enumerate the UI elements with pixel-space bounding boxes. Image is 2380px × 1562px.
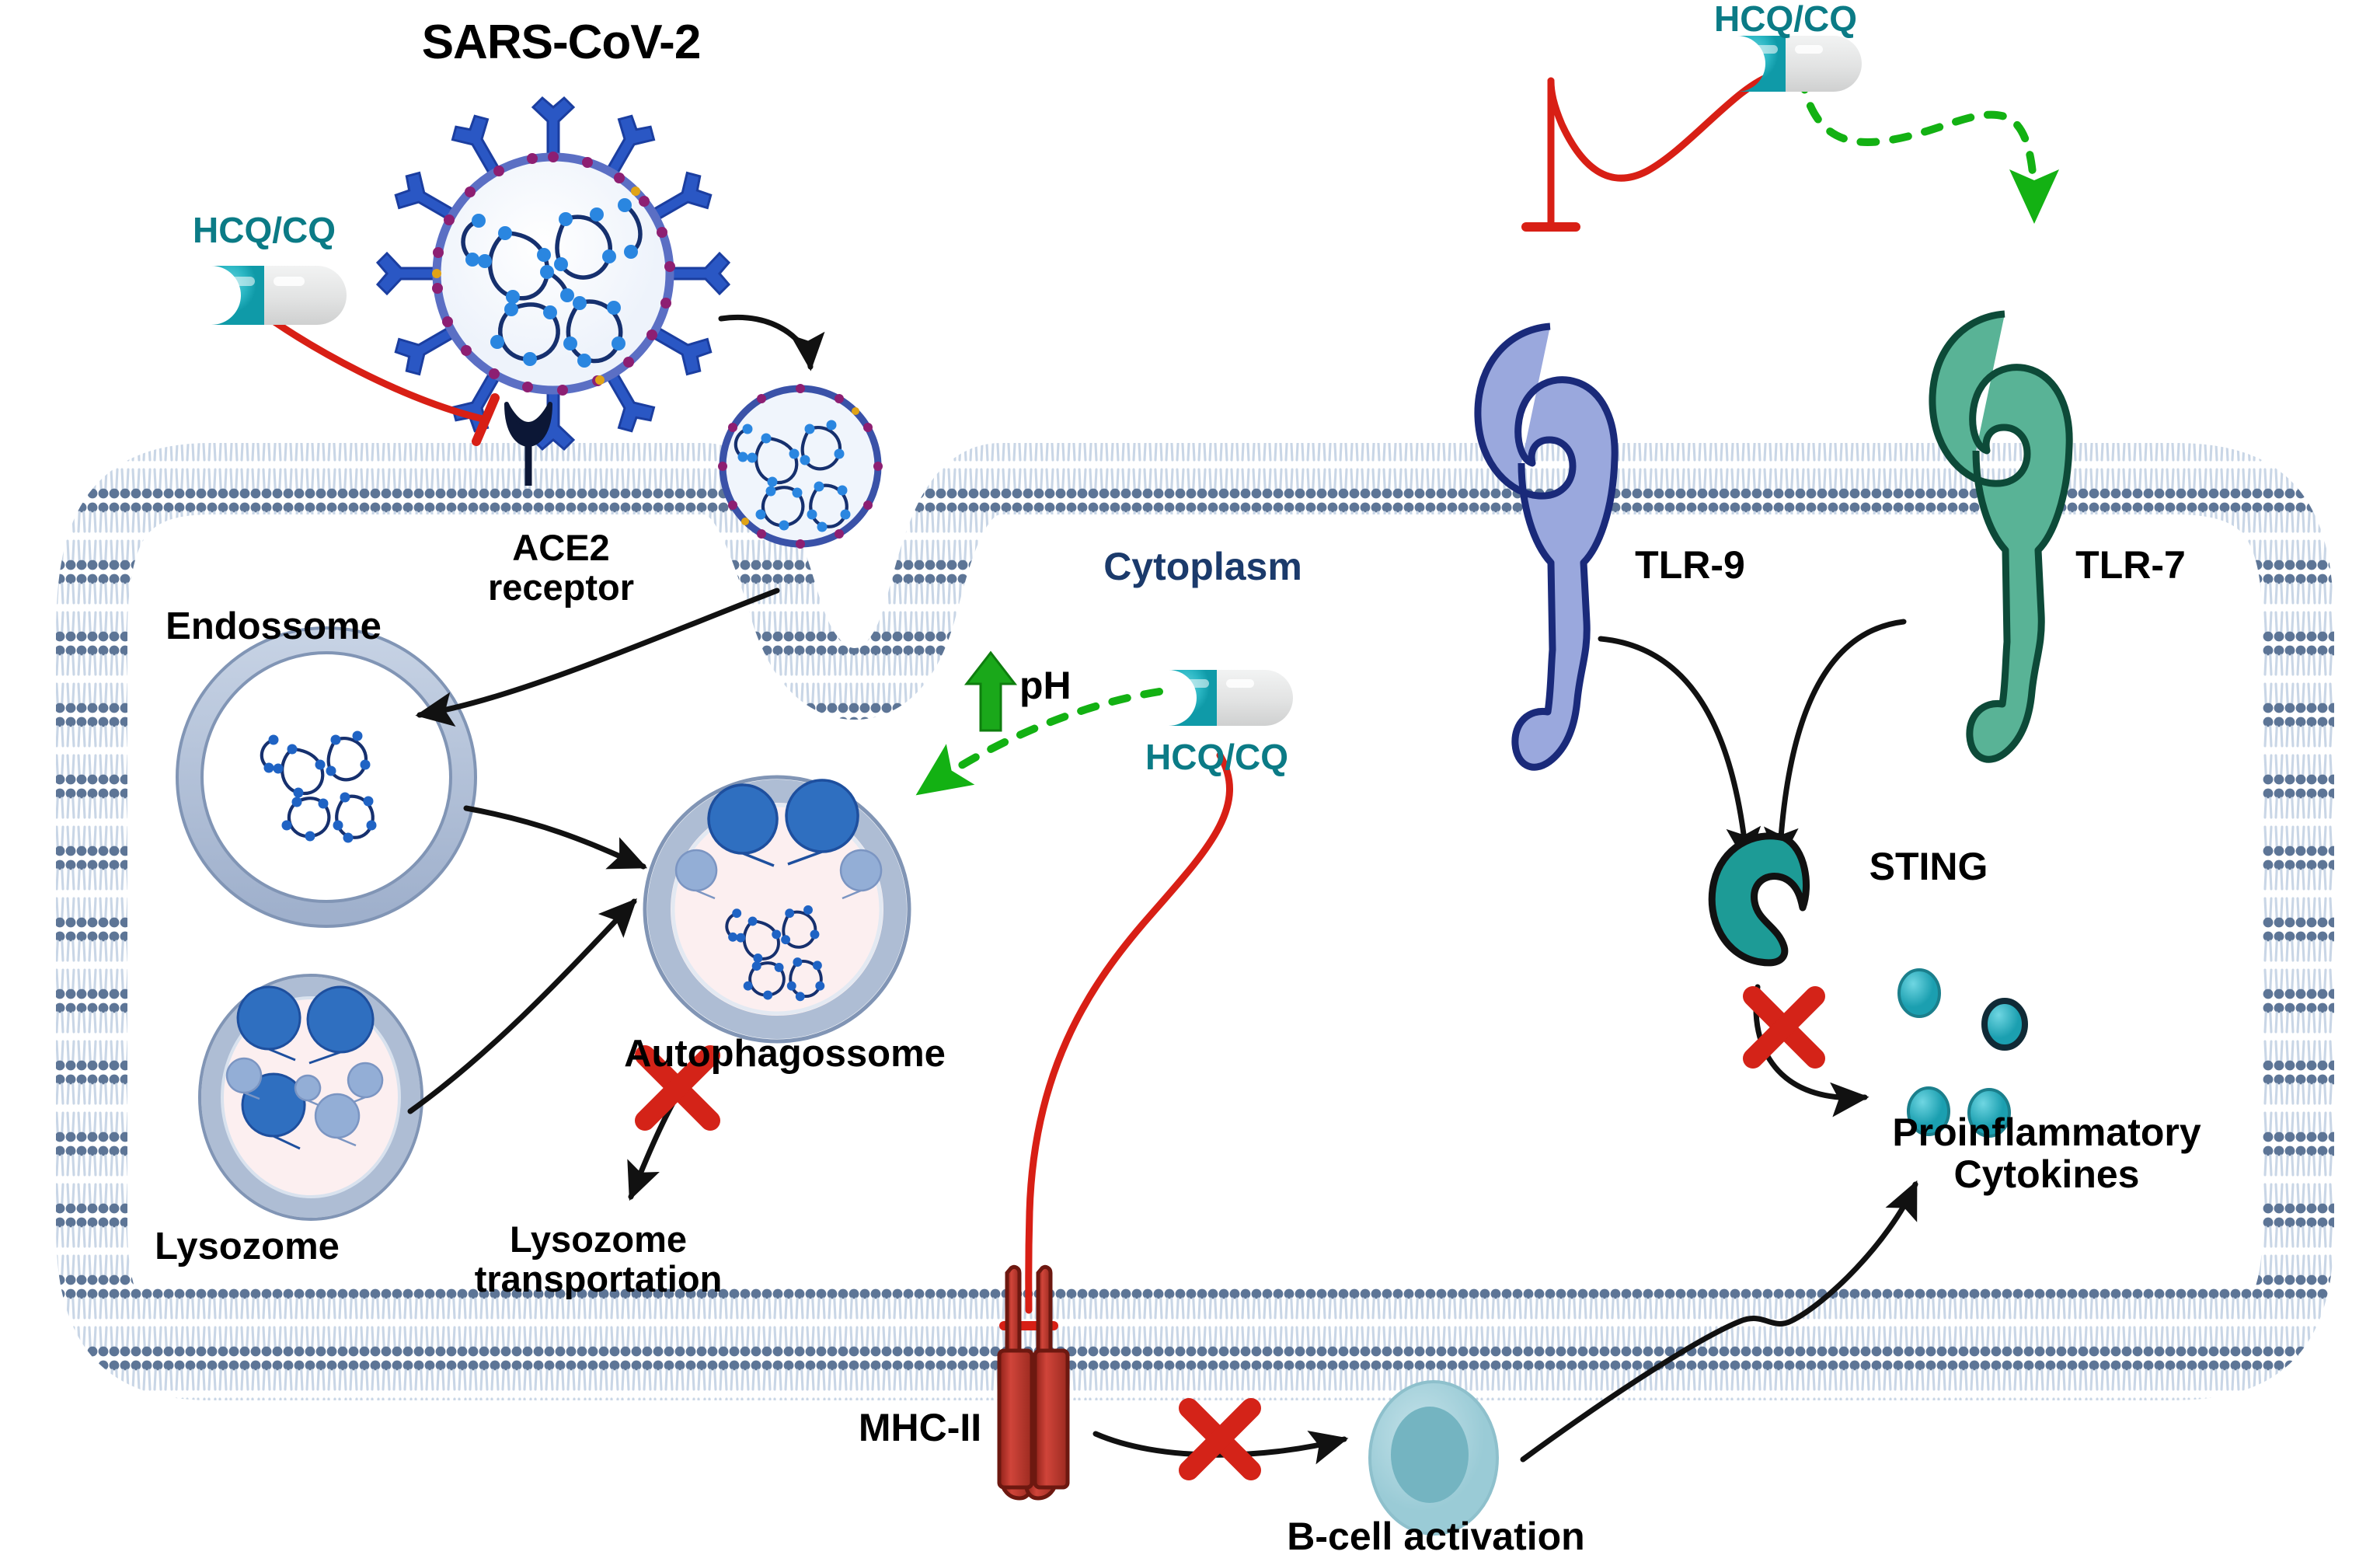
lysozome-icon (198, 974, 423, 1221)
endossome-label: Endossome (166, 605, 382, 647)
proinflammatory-cytokines-label: Proinflammatory Cytokines (1892, 1110, 2201, 1196)
lysozome-transportation-label: Lysozome transportation (474, 1219, 723, 1299)
hcq-cq-label-middle: HCQ/CQ (1145, 737, 1288, 777)
hcq-cq-capsule-icon-top-left (211, 266, 347, 325)
proinflammatory-cytokines-icon (1897, 968, 2028, 1138)
virus-title: SARS-CoV-2 (421, 16, 702, 69)
hcq-cq-capsule-icon-middle (1169, 670, 1293, 726)
autophagossome-icon (643, 775, 911, 1044)
mhc-ii-label: MHC-II (858, 1406, 982, 1449)
hcq-cq-label-top-right: HCQ/CQ (1714, 0, 1857, 39)
sting-label: STING (1869, 845, 1988, 888)
hcq-cq-capsule-icon-top-right (1737, 36, 1862, 92)
tlr-7-receptor-icon (1929, 310, 2073, 763)
sars-cov-2-virion-icon (375, 96, 731, 452)
ace2-receptor-label: ACE2 receptor (487, 527, 635, 608)
cytoplasm-label: Cytoplasm (1103, 545, 1302, 588)
endossome-icon (176, 626, 477, 928)
endocytosed-virion-icon (718, 384, 883, 549)
tlr-9-receptor-icon (1474, 323, 1619, 771)
green-up-arrow-icon (963, 650, 1018, 732)
tlr-9-label: TLR-9 (1635, 543, 1745, 587)
autophagossome-label: Autophagossome (624, 1033, 946, 1075)
tlr-7-label: TLR-7 (2075, 543, 2186, 587)
b-cell-icon (1368, 1380, 1499, 1536)
ph-label: pH (1019, 664, 1072, 707)
sting-protein-icon (1708, 832, 1810, 967)
lysozome-label: Lysozome (155, 1226, 340, 1267)
b-cell-activation-label: B-cell activation (1287, 1515, 1585, 1558)
ace2-receptor-icon (504, 402, 552, 486)
cell-membrane (56, 443, 2334, 1400)
green-dashed-arrows (915, 71, 2059, 796)
block-cross-icons (635, 986, 1825, 1480)
mhc-ii-icon (997, 1264, 1070, 1501)
hcq-cq-label-top-left: HCQ/CQ (193, 210, 336, 250)
